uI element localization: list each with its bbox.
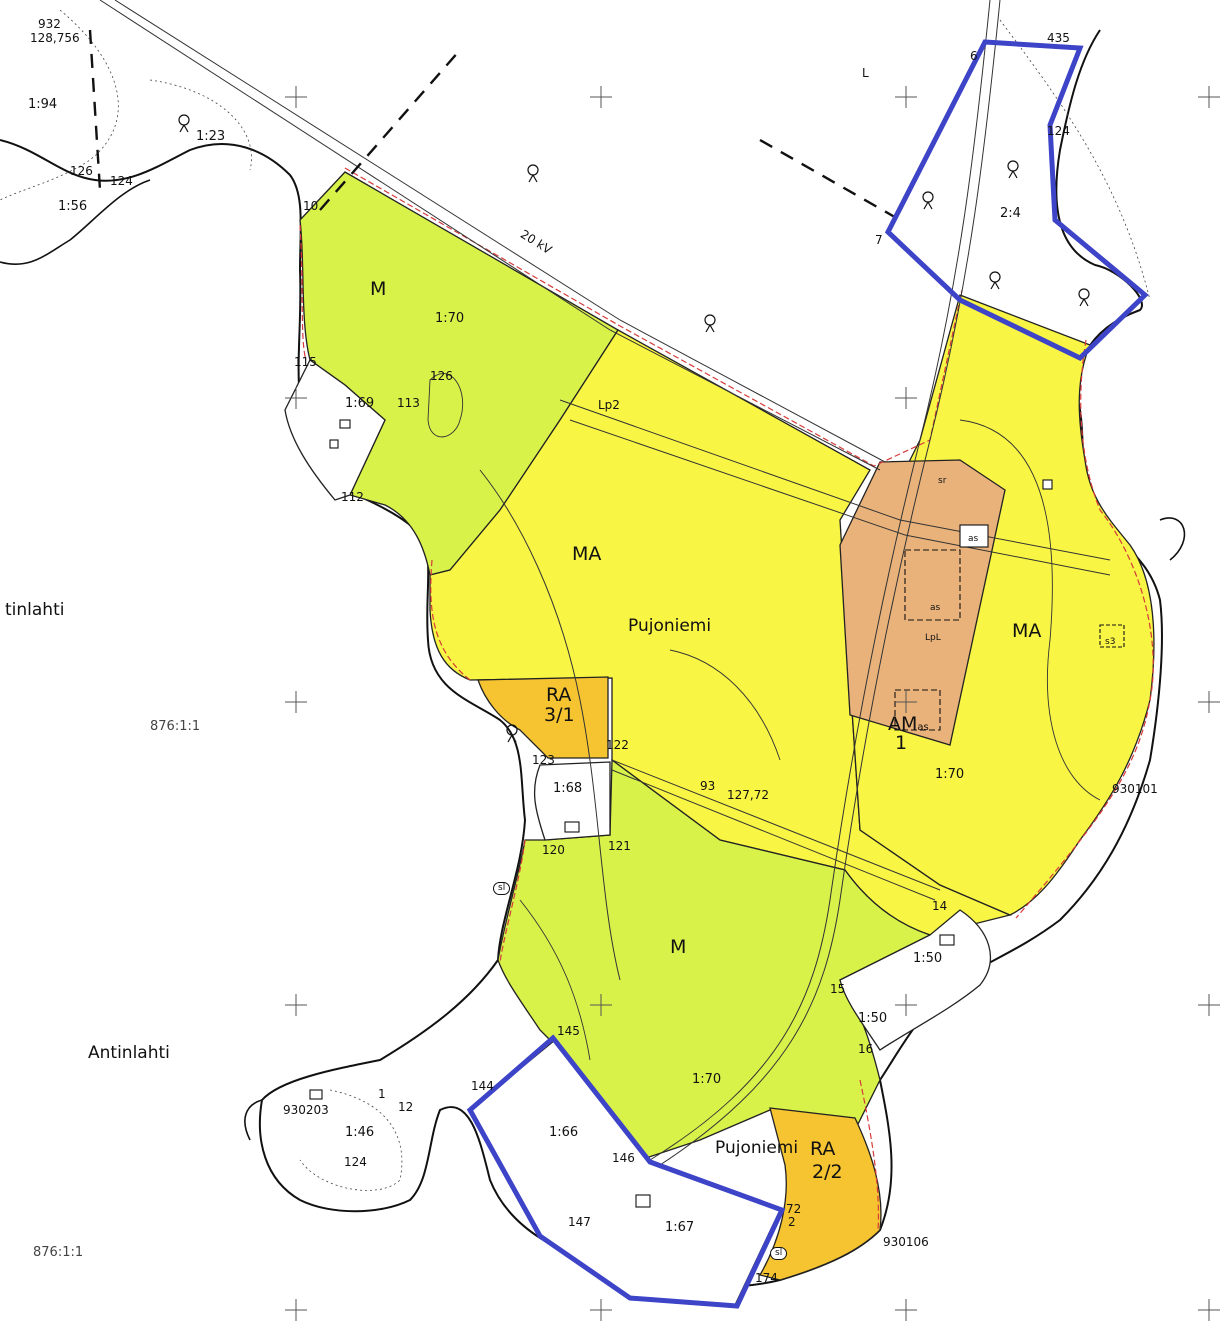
small-number: 113 [397, 396, 420, 410]
small-number: 123 [532, 753, 555, 767]
zone-ra-south-area [759, 1107, 882, 1281]
parcel-label: 1:70 [692, 1072, 722, 1087]
parcel-label: 1:70 [935, 767, 965, 782]
small-number: 2 [788, 1215, 796, 1229]
parcel-label: 2:4 [1000, 206, 1021, 221]
small-number: 930203 [283, 1103, 329, 1117]
zone-code-m-north: M [370, 278, 387, 300]
zone-ma-east-area [849, 294, 1155, 916]
small-number: 126 [430, 369, 453, 383]
parcel-label: 1:70 [435, 311, 465, 326]
parcel-label: 1:50 [858, 1011, 888, 1026]
small-number: 145 [557, 1024, 580, 1038]
small-number: 146 [612, 1151, 635, 1165]
road-lines [99, 0, 1111, 1166]
small-number: 147 [568, 1215, 591, 1229]
place-name-tinlahti: tinlahti [5, 600, 65, 620]
small-number: 124 [110, 174, 133, 188]
zone-ra-south-number: 2/2 [812, 1161, 843, 1183]
small-number: 72 [786, 1202, 802, 1216]
zone-ra-west-number: 3/1 [544, 704, 575, 726]
small-number: 115 [294, 355, 317, 369]
zone-code-ma-east: MA [1012, 620, 1042, 642]
zone-code-ma-center: MA [572, 543, 602, 565]
zone-code-ra-south: RA [810, 1138, 836, 1160]
municipality-code-2: 876:1:1 [33, 1245, 84, 1260]
highlight-outlines [466, 39, 1149, 1309]
small-number: 435 [1047, 31, 1070, 45]
small-number: 122 [606, 738, 629, 752]
misc-label: Lp2 [598, 398, 620, 412]
small-number: 144 [471, 1079, 494, 1093]
place-name-pujoniemi-south: Pujoniemi [715, 1138, 799, 1158]
small-number: 112 [341, 490, 364, 504]
small-number: 124 [1047, 124, 1070, 138]
misc-label: s3 [1105, 637, 1116, 647]
parcel-label: 1:46 [345, 1125, 375, 1140]
zone-am-sup: as [917, 722, 929, 733]
small-number: 121 [608, 839, 631, 853]
misc-label: as [930, 603, 941, 613]
parcel-label: 1:56 [58, 199, 88, 214]
highlight-south [466, 1034, 786, 1309]
misc-label: as [968, 534, 979, 544]
small-number: 14 [932, 899, 948, 913]
misc-label: sl [493, 882, 511, 895]
parcel-label: 1:68 [553, 781, 583, 796]
tree-symbols [178, 114, 1090, 743]
municipality-code-1: 876:1:1 [150, 719, 201, 734]
small-number: 174 [755, 1271, 778, 1285]
place-name-pujoniemi-north: Pujoniemi [628, 616, 712, 636]
zone-code-ra-west: RA [546, 684, 572, 706]
small-number: 930101 [1112, 782, 1158, 796]
small-number: 127,72 [727, 788, 769, 802]
zone-am-code: AM [888, 713, 918, 735]
parcel-label: 1:69 [345, 396, 375, 411]
zone-code-m-south: M [670, 936, 687, 958]
small-number: 126 [70, 164, 93, 178]
small-number: 128,756 [30, 31, 80, 45]
small-number: 16 [858, 1042, 874, 1056]
dashed-lines [88, 29, 901, 222]
misc-label: sl [770, 1247, 788, 1260]
misc-label: LpL [925, 633, 941, 643]
small-number: 15 [830, 982, 846, 996]
highlight-northeast [884, 39, 1149, 362]
small-number: 6 [970, 49, 978, 63]
zone-code-am: AMas [888, 715, 929, 734]
zone-am-number: 1 [895, 732, 908, 754]
parcel-label: 1:67 [665, 1220, 695, 1235]
contour-solid [427, 373, 1101, 1061]
plan-boundary [299, 167, 1154, 1231]
parcel-label: 1:94 [28, 97, 58, 112]
small-number: 124 [344, 1155, 367, 1169]
small-number: 932 [38, 17, 61, 31]
parcel-label: 1:50 [913, 951, 943, 966]
grid-crosses [285, 86, 1220, 1321]
small-number: 120 [542, 843, 565, 857]
place-name-antinlahti: Antinlahti [88, 1043, 170, 1063]
small-number: 930106 [883, 1235, 929, 1249]
misc-label: L [862, 66, 869, 80]
contour-lines [0, 9, 1151, 1191]
misc-label: sr [938, 476, 947, 486]
small-number: 10 [303, 199, 319, 213]
small-number: 12 [398, 1100, 414, 1114]
zone-ra-west-area [477, 676, 609, 759]
small-number: 93 [700, 779, 716, 793]
small-number: 1 [378, 1087, 386, 1101]
small-number: 7 [875, 233, 883, 247]
parcel-label: 1:66 [549, 1125, 579, 1140]
building-symbols [309, 419, 1125, 1208]
parcel-label: 1:23 [196, 129, 226, 144]
